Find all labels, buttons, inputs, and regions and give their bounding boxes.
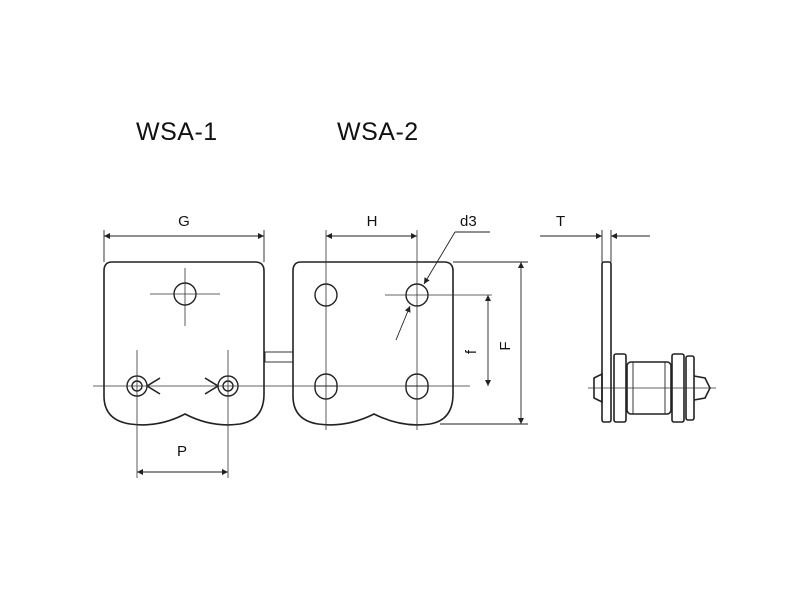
dimension-label-t: T — [556, 213, 565, 230]
dimension-label-f: f — [463, 349, 480, 354]
wsa-1-plate — [93, 261, 470, 478]
dimension-t: T — [540, 213, 650, 239]
wsa-2-plate — [292, 230, 492, 430]
dimension-label-g: G — [178, 213, 190, 230]
dimension-h: H — [326, 213, 417, 239]
link-pin-strip — [264, 351, 294, 363]
wsa-2-plate-outline — [292, 261, 454, 426]
title-wsa-2: WSA-2 — [337, 118, 419, 146]
side-view — [588, 230, 716, 423]
dimension-label-h: H — [367, 213, 378, 230]
dimension-label-F: F — [497, 341, 514, 350]
title-wsa-1: WSA-1 — [136, 118, 218, 146]
wsa-1-plate-outline — [103, 261, 265, 426]
dimension-f-large: F — [440, 261, 528, 425]
dimension-d3: d3 — [395, 213, 490, 341]
dimension-f-small: f — [463, 295, 491, 386]
side-view-flange — [601, 261, 612, 423]
dimension-g: G — [103, 213, 265, 262]
dimension-label-p: P — [177, 443, 187, 460]
dimension-label-d3: d3 — [460, 213, 477, 230]
dimension-p: P — [137, 443, 228, 475]
